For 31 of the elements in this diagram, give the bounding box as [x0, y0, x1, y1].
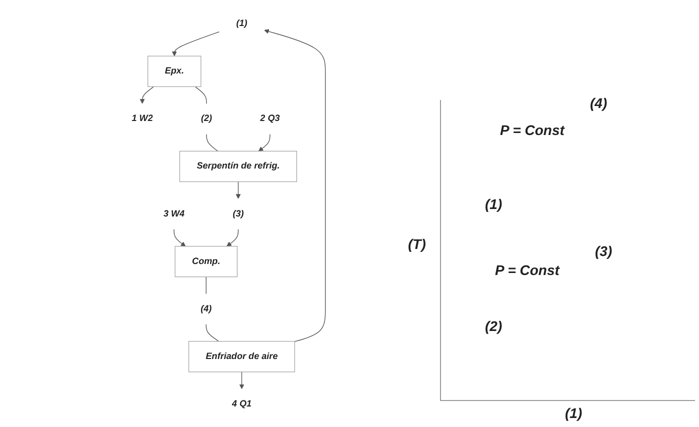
node-text: (3)	[232, 208, 244, 218]
arrow	[239, 371, 244, 389]
point-label: (1)	[485, 196, 502, 212]
point-label: (3)	[595, 243, 612, 259]
connector	[206, 324, 220, 342]
node-box: Enfriador de aire	[188, 340, 295, 372]
node-box: Serpentín de refrig.	[179, 150, 297, 182]
arrow	[236, 180, 241, 198]
node-box: Comp.	[174, 245, 238, 277]
arrow	[172, 30, 220, 56]
annotation: P = Const	[500, 122, 564, 138]
connector	[206, 133, 218, 151]
node-text: (4)	[200, 304, 212, 314]
node-text: 1 W2	[132, 113, 153, 123]
axis-label: (T)	[408, 236, 426, 252]
axis-label: (1)	[565, 405, 582, 421]
node-text: (2)	[200, 113, 212, 123]
connector	[194, 86, 207, 104]
arrow	[258, 133, 270, 151]
arrow	[226, 228, 239, 246]
node-text: (1)	[236, 18, 248, 28]
arrow	[264, 28, 326, 342]
point-label: (2)	[485, 318, 502, 334]
node-text: 3 W4	[163, 208, 185, 218]
arrow	[174, 228, 186, 246]
node-text: 4 Q1	[232, 398, 252, 408]
point-label: (4)	[590, 95, 608, 111]
node-box: Epx.	[148, 55, 202, 86]
node-text: 2 Q3	[260, 113, 280, 123]
annotation: P = Const	[495, 262, 560, 278]
arrow	[140, 86, 154, 104]
